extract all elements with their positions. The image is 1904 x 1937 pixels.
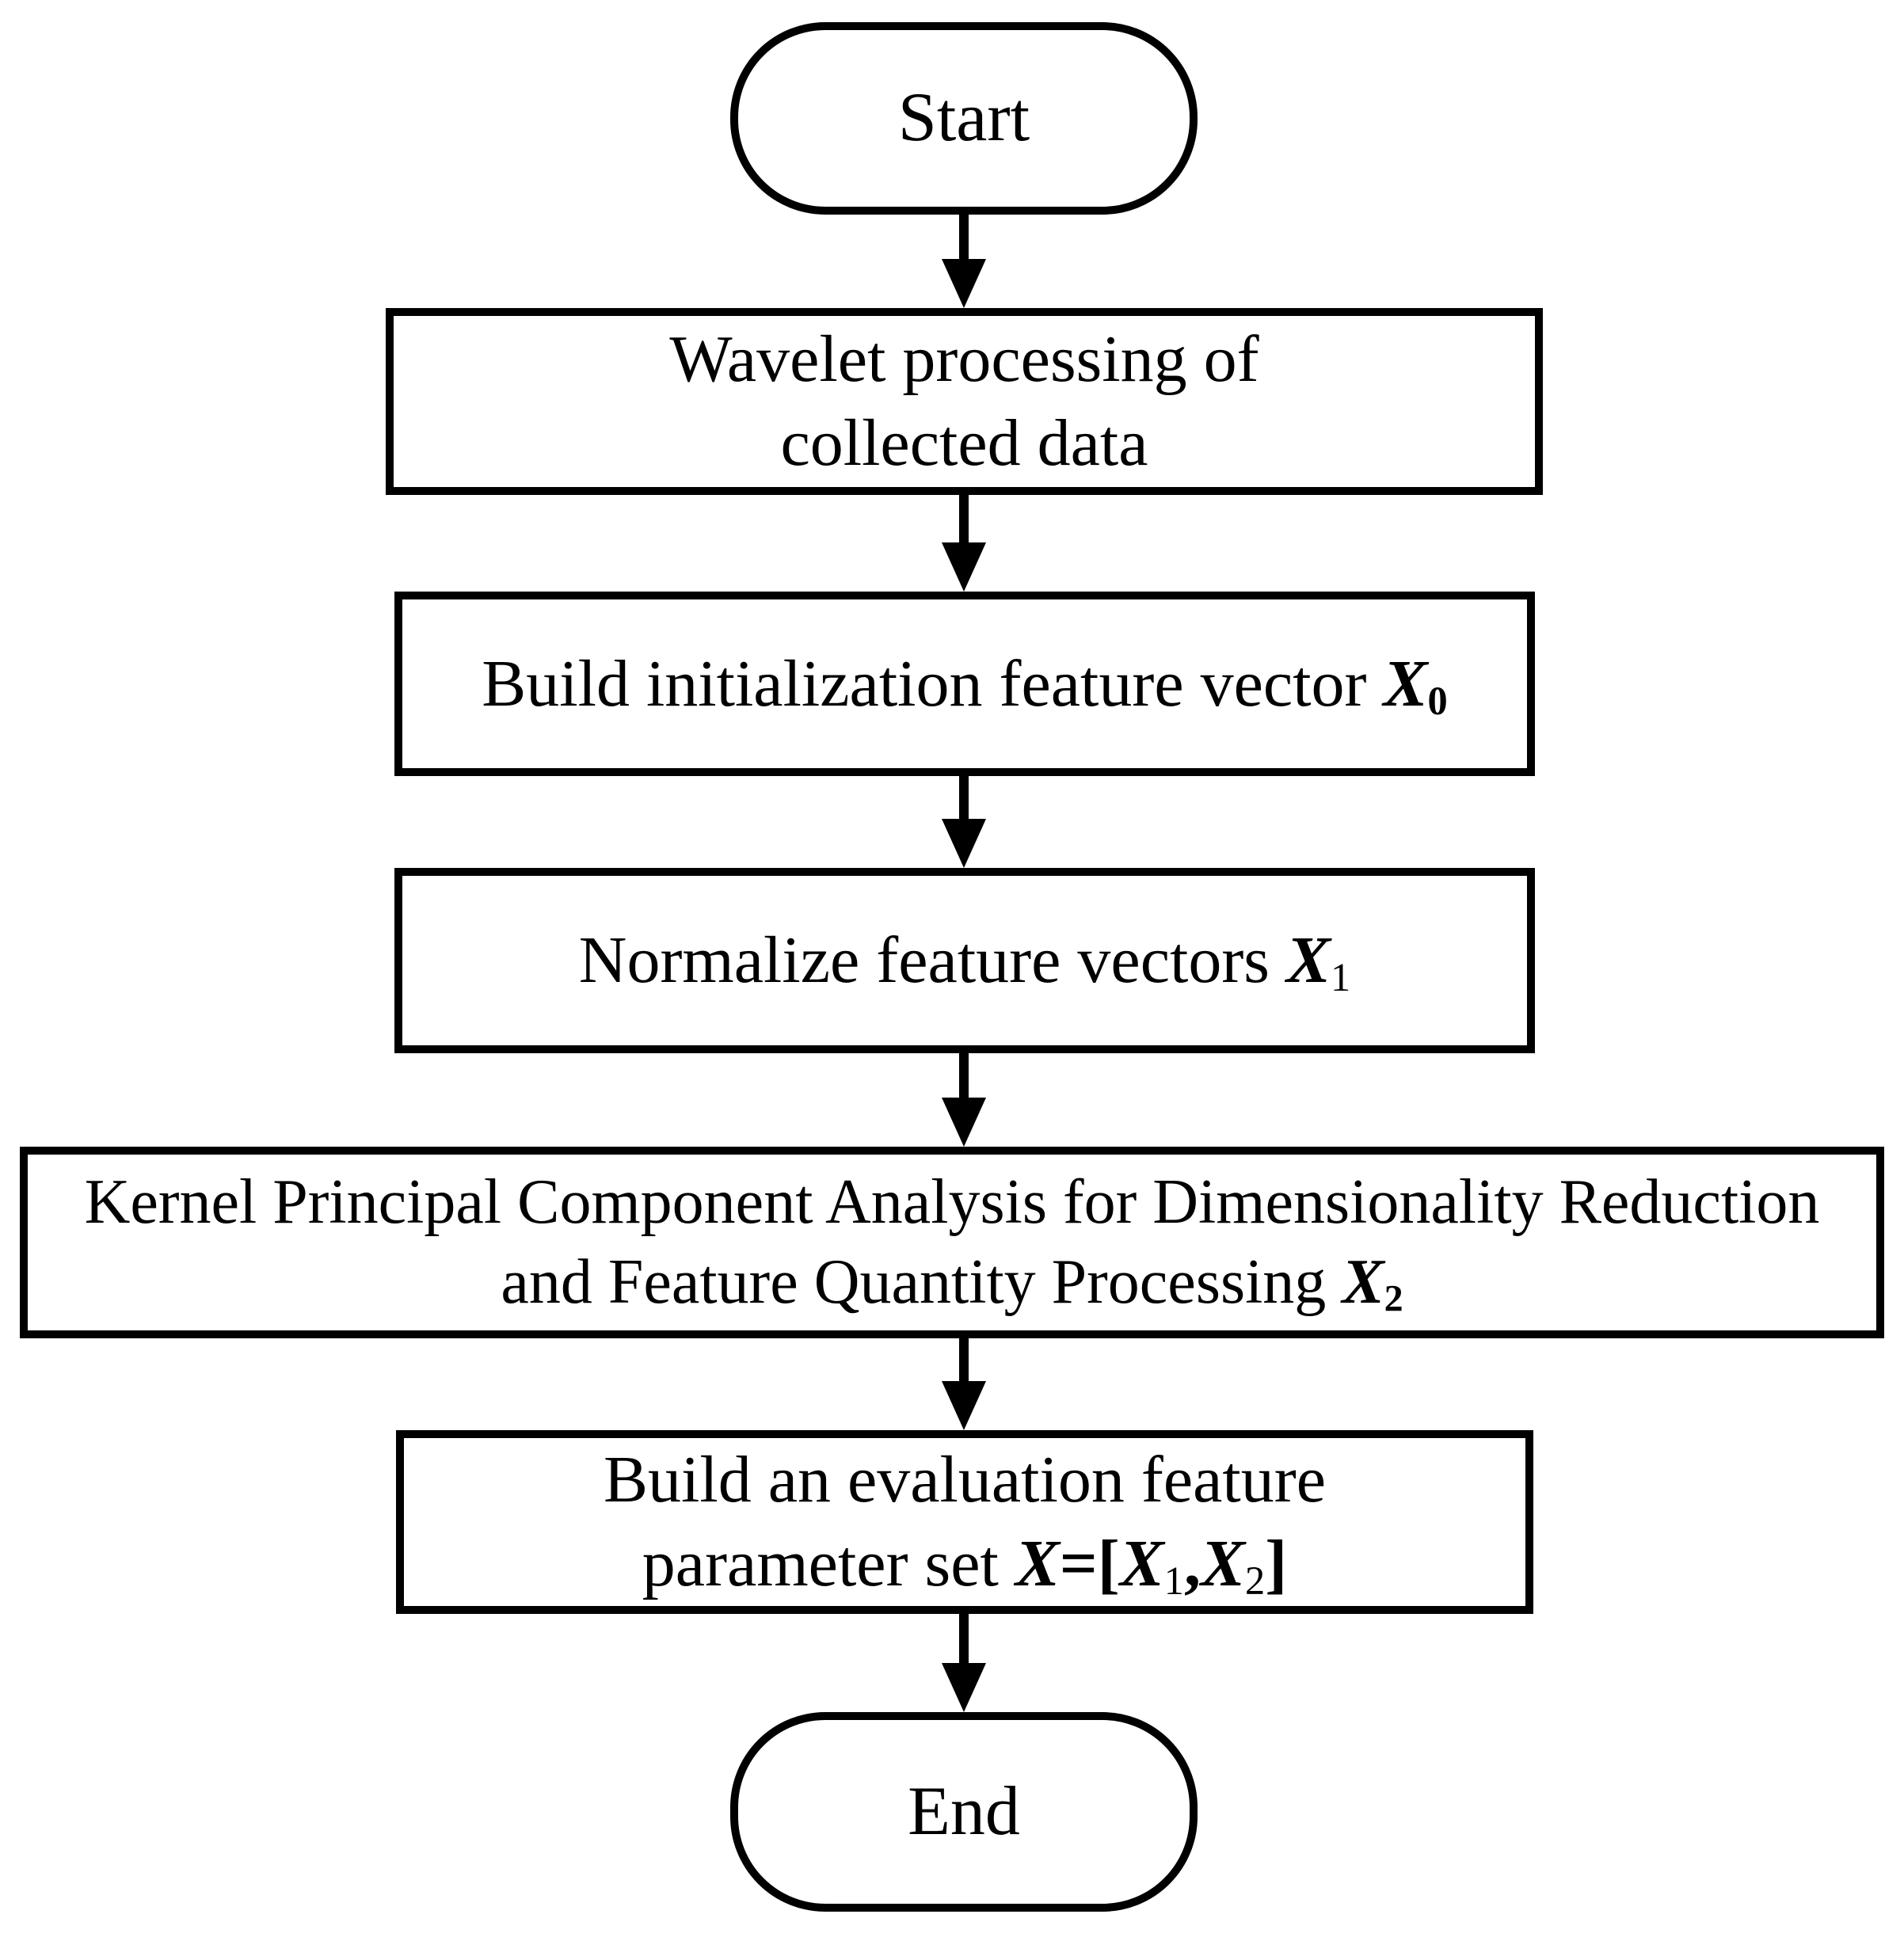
arrow-head-icon bbox=[942, 259, 986, 308]
node-init-feature-vector: Build initialization feature vector X0 bbox=[394, 592, 1535, 776]
node-start: Start bbox=[730, 22, 1198, 215]
arrow-kpca-to-evaluation-set bbox=[942, 1338, 986, 1430]
arrow-head-icon bbox=[942, 1098, 986, 1147]
arrow-stem bbox=[959, 1053, 969, 1107]
node-normalize-vectors: Normalize feature vectors X1 bbox=[394, 868, 1535, 1053]
arrow-stem bbox=[959, 215, 969, 268]
node-wavelet-processing: Wavelet processing of collected data bbox=[386, 308, 1543, 495]
arrow-wavelet-to-init-vector bbox=[942, 495, 986, 592]
node-kpca-dimensionality-reduction: Kernel Principal Component Analysis for … bbox=[20, 1147, 1884, 1338]
arrow-head-icon bbox=[942, 1381, 986, 1430]
arrow-head-icon bbox=[942, 1663, 986, 1712]
arrow-head-icon bbox=[942, 542, 986, 592]
arrow-normalize-to-kpca bbox=[942, 1053, 986, 1147]
node-end: End bbox=[730, 1712, 1198, 1912]
arrow-init-vector-to-normalize bbox=[942, 776, 986, 868]
arrow-stem bbox=[959, 1614, 969, 1673]
node-kpca-line-2: and Feature Quantity Processing X2 bbox=[501, 1247, 1403, 1320]
arrow-evaluation-set-to-end bbox=[942, 1614, 986, 1712]
arrow-stem bbox=[959, 1338, 969, 1391]
arrow-head-icon bbox=[942, 819, 986, 868]
node-evaluation-line-2: parameter set X=[X1,X2] bbox=[642, 1527, 1288, 1604]
node-wavelet-line-2: collected data bbox=[780, 406, 1148, 480]
node-evaluation-parameter-set: Build an evaluation feature parameter se… bbox=[396, 1430, 1533, 1614]
node-evaluation-line-1: Build an evaluation feature bbox=[604, 1443, 1326, 1517]
node-end-label: End bbox=[908, 1772, 1020, 1850]
arrow-stem bbox=[959, 776, 969, 828]
arrow-start-to-wavelet bbox=[942, 215, 986, 308]
node-normalize-line-1: Normalize feature vectors X1 bbox=[578, 923, 1351, 1000]
node-start-label: Start bbox=[897, 79, 1030, 157]
arrow-stem bbox=[959, 495, 969, 552]
node-wavelet-line-1: Wavelet processing of bbox=[669, 322, 1259, 397]
node-kpca-line-1: Kernel Principal Component Analysis for … bbox=[84, 1167, 1820, 1238]
node-init-vector-line-1: Build initialization feature vector X0 bbox=[482, 646, 1448, 723]
